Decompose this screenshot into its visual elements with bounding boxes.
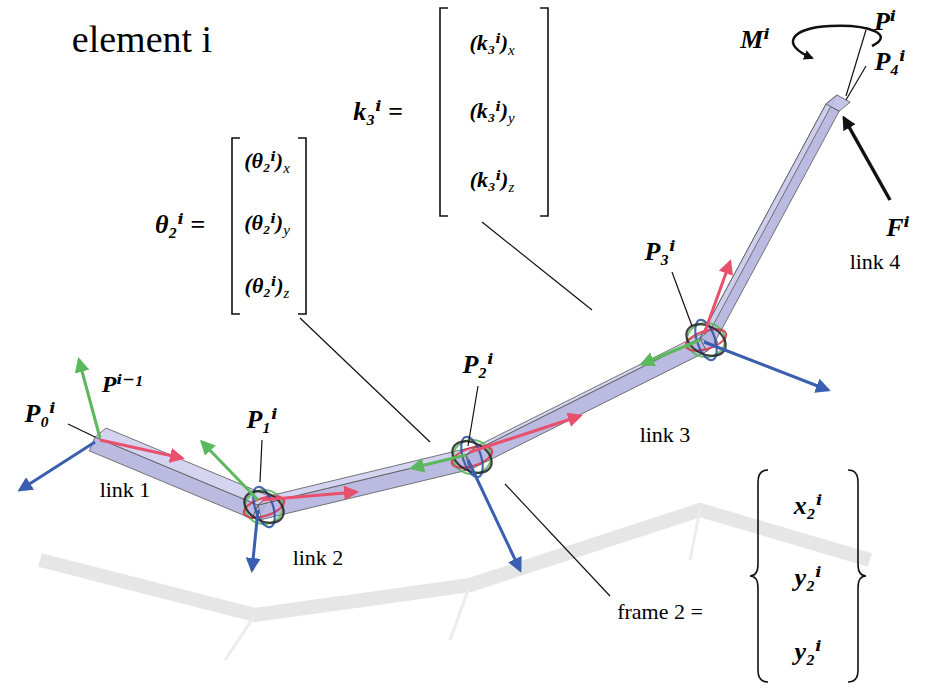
axis-arrow xyxy=(79,360,100,438)
part-label: link 2 xyxy=(293,545,344,570)
label-group: θ₂ⁱ = xyxy=(155,211,205,240)
force-arrow xyxy=(844,118,890,200)
subscript-label: z xyxy=(284,285,290,301)
label-group: Pⁱ xyxy=(874,8,896,37)
links xyxy=(89,95,850,520)
part-label: link 1 xyxy=(100,477,151,502)
part-label: frame 2 = xyxy=(617,599,703,624)
math-label: y₂ⁱ xyxy=(795,563,822,592)
link-face xyxy=(826,95,850,111)
axis-arrow xyxy=(704,342,828,390)
math-label: Pⁱ⁻¹ xyxy=(102,371,142,397)
label-group: P₂ⁱ xyxy=(462,351,493,380)
subscript-label: x xyxy=(283,160,290,176)
subscript-label: x xyxy=(508,42,515,58)
math-label: Mⁱ xyxy=(740,25,769,54)
math-label: θ₂ⁱ = xyxy=(155,210,205,239)
math-label: x₂ⁱ xyxy=(794,491,822,520)
leader-lines xyxy=(68,30,866,596)
joint-ring xyxy=(241,492,287,522)
math-label: (k₃ⁱ) xyxy=(469,30,508,55)
label-group: y₂ⁱ xyxy=(795,564,822,593)
math-label: Fⁱ xyxy=(886,213,910,242)
math-label: (θ₂ⁱ) xyxy=(244,148,283,173)
link-face xyxy=(466,338,707,468)
part-label: link 3 xyxy=(640,422,691,447)
part-label: link 4 xyxy=(850,249,901,274)
subscript-label: y xyxy=(508,110,515,126)
math-label: P₁ⁱ xyxy=(246,405,277,434)
math-label: P₃ⁱ xyxy=(644,237,675,266)
axis-arrow xyxy=(262,492,356,500)
link-face xyxy=(95,428,269,505)
axis-arrow xyxy=(412,455,466,468)
math-label: y₂ⁱ xyxy=(795,637,822,666)
subscript-label: y xyxy=(283,222,290,238)
math-label: (θ₂ⁱ) xyxy=(245,273,284,298)
axis-arrow xyxy=(202,442,258,500)
link-face xyxy=(258,455,470,520)
math-label: Pⁱ xyxy=(874,7,896,36)
label-group: (θ₂ⁱ)y xyxy=(244,211,290,239)
math-label: P₀ⁱ xyxy=(24,399,55,428)
subscript-label: z xyxy=(508,179,514,195)
label-group: (θ₂ⁱ)x xyxy=(244,149,290,177)
joint-ring xyxy=(245,490,283,524)
label-group: (k₃ⁱ)z xyxy=(470,168,514,196)
label-group: P₀ⁱ xyxy=(24,400,55,429)
shadow xyxy=(40,510,870,660)
label-group: (θ₂ⁱ)z xyxy=(245,274,290,302)
moment-arrow xyxy=(793,26,881,58)
label-group: Fⁱ xyxy=(886,214,910,243)
link-face xyxy=(258,446,477,505)
label-group: Mⁱ xyxy=(740,26,769,55)
label-group: link 3 xyxy=(640,423,691,447)
axis-arrow xyxy=(468,460,520,570)
label-group: (k₃ⁱ)y xyxy=(469,99,514,127)
title: element i xyxy=(72,19,212,61)
math-label: k₃ⁱ = xyxy=(353,97,403,126)
math-label: P₄ⁱ xyxy=(874,47,905,76)
label-group: link 1 xyxy=(100,478,151,502)
axis-arrow xyxy=(20,442,95,490)
joint-ring xyxy=(239,485,289,529)
label-group: (k₃ⁱ)x xyxy=(469,31,514,59)
matrix-brackets xyxy=(232,8,866,682)
label-group: k₃ⁱ = xyxy=(353,98,403,127)
axis-arrow xyxy=(470,416,580,452)
label-group: x₂ⁱ xyxy=(794,492,822,521)
axis-arrow xyxy=(252,510,258,570)
math-label: (θ₂ⁱ) xyxy=(244,210,283,235)
axis-arrow xyxy=(704,262,730,334)
label-group: link 2 xyxy=(293,546,344,570)
axis-arrow xyxy=(642,340,700,364)
label-group: frame 2 = xyxy=(617,600,703,624)
label-group: P₄ⁱ xyxy=(874,48,905,77)
math-label: P₂ⁱ xyxy=(462,350,493,379)
link-face xyxy=(466,329,711,455)
frame-axes xyxy=(20,262,828,570)
math-label: (k₃ⁱ) xyxy=(469,98,508,123)
label-group: link 4 xyxy=(850,250,901,274)
link-face xyxy=(89,437,258,519)
axis-arrow xyxy=(100,440,182,458)
label-group: P₁ⁱ xyxy=(246,406,277,435)
label-group: Pⁱ⁻¹ xyxy=(102,371,142,397)
label-group: P₃ⁱ xyxy=(644,238,675,267)
link-face xyxy=(700,95,837,338)
math-label: (k₃ⁱ) xyxy=(470,167,509,192)
label-group: y₂ⁱ xyxy=(795,638,822,667)
